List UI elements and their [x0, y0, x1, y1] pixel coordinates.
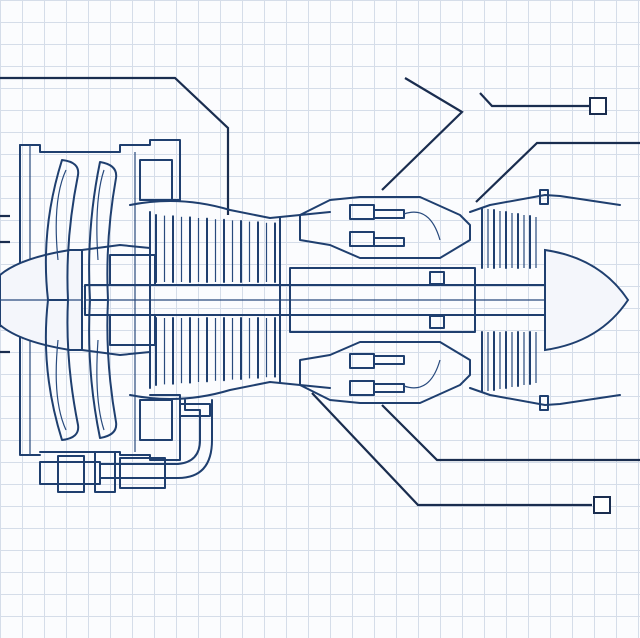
compressor-stages [155, 214, 276, 386]
leader-top-center [381, 77, 464, 191]
combustion-chamber [299, 196, 471, 404]
bottom-right-label-box [593, 496, 611, 514]
leader-right-lower [381, 404, 640, 462]
leader-top-right [479, 92, 590, 108]
fan-hub [81, 244, 586, 356]
exhaust-cone [544, 248, 630, 352]
core-shaft [289, 267, 476, 333]
leader-bottom [311, 392, 592, 507]
turbine-stages [481, 207, 537, 393]
top-right-label-box [589, 97, 607, 115]
spinner-nose-cone [0, 249, 83, 351]
aft-casing [469, 189, 621, 411]
leader-top-left [0, 76, 230, 215]
compressor-casing [129, 200, 331, 400]
accessory-unit [39, 399, 213, 493]
leader-right-upper [475, 141, 640, 203]
